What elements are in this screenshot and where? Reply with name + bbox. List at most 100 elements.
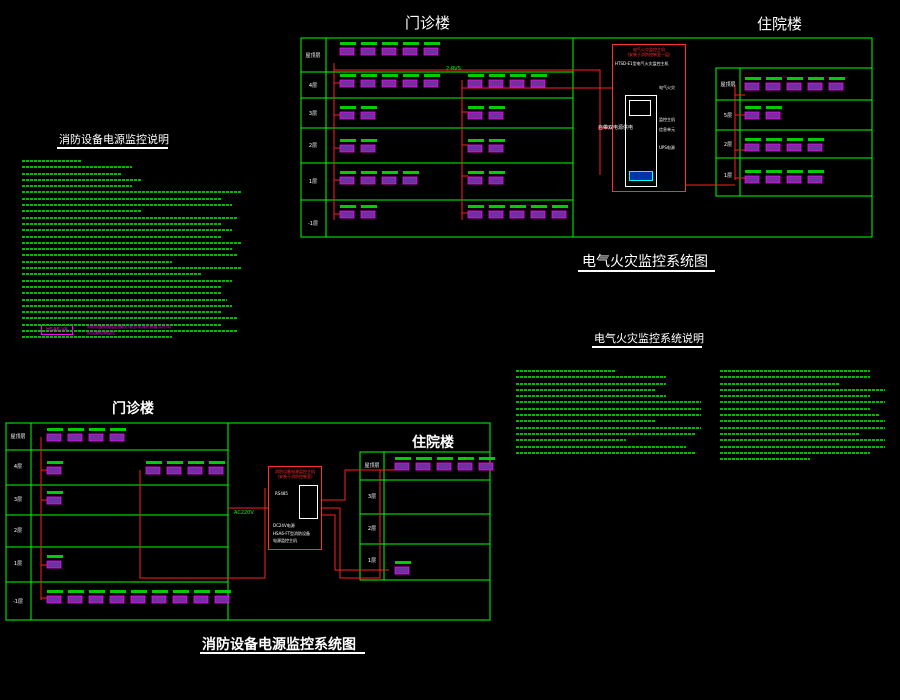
floor-label: 1层	[724, 173, 732, 179]
monitor-module	[530, 79, 546, 88]
electrical-fire-note-title-underline	[592, 346, 702, 348]
module-label-mark	[167, 461, 183, 464]
monitor-module	[88, 433, 104, 442]
module-label-mark	[489, 139, 505, 142]
note-line	[22, 273, 202, 276]
monitor-module	[457, 462, 473, 471]
floor-labels: 屋顶层4层3层2层1层-1层屋顶层5层2层1层屋顶层4层3层2层1层-1层屋顶层…	[10, 53, 735, 605]
note-line	[516, 370, 616, 372]
monitor-module	[214, 595, 230, 604]
note-line	[22, 330, 237, 333]
module-label-mark	[395, 457, 411, 460]
floor-label: 屋顶层	[305, 53, 320, 59]
note-line	[22, 210, 142, 213]
monitor-module	[360, 144, 376, 153]
monitor-module	[744, 111, 760, 120]
note-line	[22, 241, 242, 244]
floor-label: 屋顶层	[720, 82, 735, 88]
module-label-mark	[766, 106, 782, 109]
note-line	[720, 445, 885, 448]
monitor-module	[415, 462, 431, 471]
module-label-mark	[808, 138, 824, 141]
module-label-mark	[395, 561, 411, 564]
bus-wiring	[40, 63, 745, 600]
module-label-mark	[361, 42, 377, 45]
floor-label: 4层	[14, 464, 22, 470]
legend-text: 消防设备电源监控模块,电压/电流传感器,用于消防设备电源监控	[87, 324, 171, 335]
monitor-module	[828, 82, 844, 91]
monitor-module	[765, 143, 781, 152]
module-label-mark	[403, 171, 419, 174]
floor-label: -1层	[13, 599, 23, 605]
note-line	[22, 304, 232, 307]
module-label-mark	[468, 74, 484, 77]
electrical-fire-system-title: 电气火灾监控系统图	[582, 254, 708, 270]
monitor-module	[786, 143, 802, 152]
monitor-module	[786, 82, 802, 91]
module-label-mark	[340, 74, 356, 77]
note-line	[720, 439, 885, 442]
note-line	[22, 323, 222, 326]
note-line	[516, 395, 666, 398]
monitor-module	[208, 466, 224, 475]
fire-host-terminal	[299, 485, 318, 519]
floor-label: 1层	[309, 179, 317, 185]
monitor-module	[46, 433, 62, 442]
monitor-module	[807, 175, 823, 184]
monitor-module	[88, 595, 104, 604]
host-cabinet-body	[625, 95, 657, 187]
note-line	[720, 407, 870, 410]
monitor-module	[509, 79, 525, 88]
note-line	[516, 451, 696, 454]
module-label-mark	[361, 205, 377, 208]
note-line	[22, 222, 222, 225]
module-label-mark	[424, 74, 440, 77]
monitor-module	[394, 462, 410, 471]
module-label-mark	[468, 139, 484, 142]
host-label-1: 电气火灾	[659, 85, 675, 90]
note-line	[516, 401, 701, 404]
module-label-mark	[808, 77, 824, 80]
floor-label: 2层	[368, 526, 376, 532]
monitor-module	[339, 210, 355, 219]
module-label-mark	[110, 590, 126, 593]
module-label-mark	[787, 77, 803, 80]
module-label-mark	[68, 428, 84, 431]
module-label-mark	[47, 590, 63, 593]
fire-equipment-host-cabinet: 消防设备电源监控主机 (安装于消防控制室) RS485 DC24V电源 HSA6…	[268, 466, 322, 550]
module-label-mark	[416, 457, 432, 460]
module-label-mark	[437, 457, 453, 460]
module-label-mark	[340, 139, 356, 142]
monitor-module	[402, 47, 418, 56]
note-line	[22, 317, 237, 320]
monitor-module	[488, 210, 504, 219]
fire-equipment-system-title: 消防设备电源监控系统图	[202, 637, 356, 653]
note-line	[22, 216, 237, 219]
monitor-module	[339, 79, 355, 88]
monitor-module	[488, 111, 504, 120]
note-line	[720, 458, 810, 461]
host-label-2: 监控主机	[659, 117, 675, 122]
note-line	[22, 172, 122, 175]
bus-label: 2-RVS	[446, 66, 461, 72]
monitor-module	[402, 176, 418, 185]
fire-host-label-3: 电源监控主机	[273, 538, 297, 543]
note-line	[516, 407, 701, 410]
module-label-mark	[89, 590, 105, 593]
monitor-module	[46, 560, 62, 569]
note-line	[720, 420, 885, 423]
note-line	[22, 235, 222, 238]
note-line	[22, 204, 232, 207]
fire-host-label-1: DC24V电源	[273, 523, 295, 528]
monitor-module	[765, 111, 781, 120]
floor-label: 3层	[14, 497, 22, 503]
top-right-building-title: 住院楼	[757, 15, 803, 33]
floor-label: 2层	[309, 143, 317, 149]
monitor-module	[46, 595, 62, 604]
note-line	[516, 445, 686, 448]
module-blocks	[46, 42, 845, 604]
monitor-module	[339, 47, 355, 56]
electrical-fire-host-cabinet: 电气火灾监控主机 (安装于消防控制室一层) HTSD-E1型电气火灾监控主机 电…	[612, 44, 686, 192]
module-label-mark	[489, 106, 505, 109]
